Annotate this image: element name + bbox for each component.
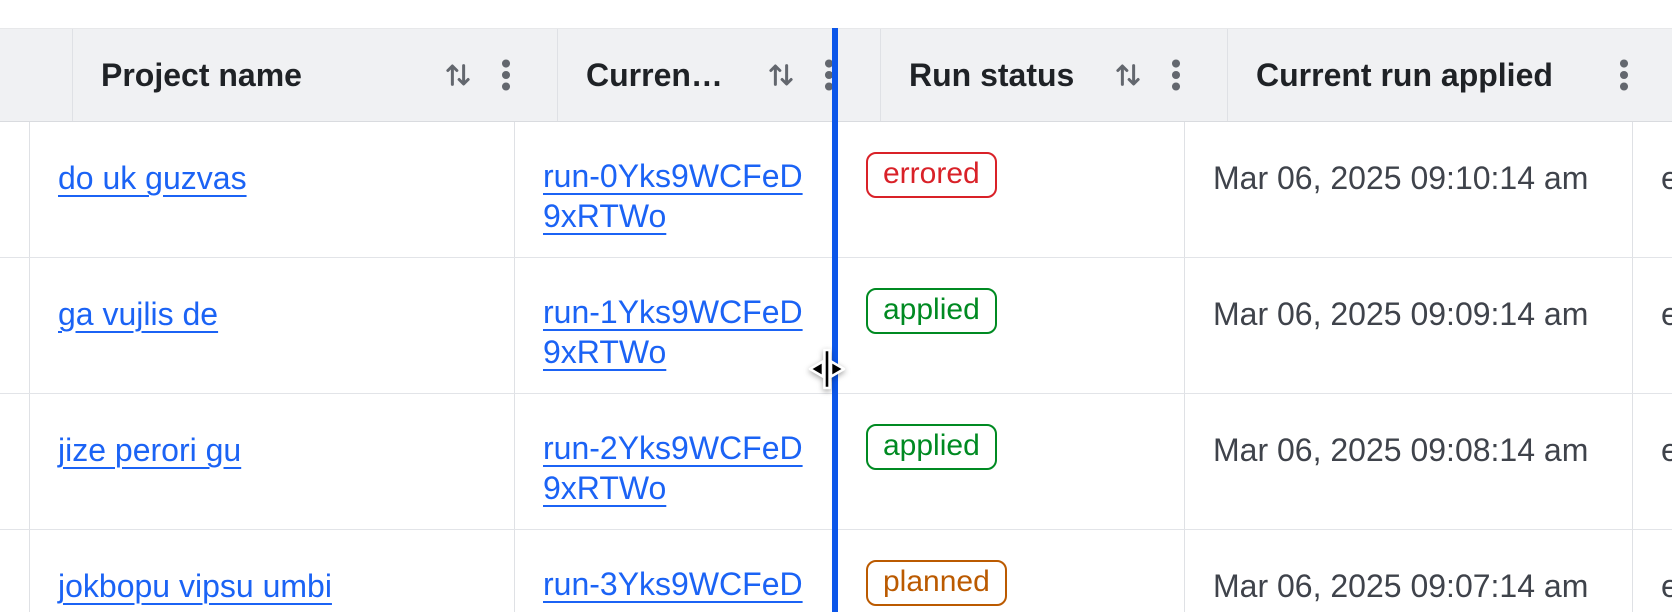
column-header-spacer <box>0 29 73 121</box>
cell-run-status: applied <box>838 258 1185 393</box>
cell-run-status: applied <box>838 394 1185 529</box>
cell-project-name: jokbopu vipsu umbi <box>30 530 515 612</box>
vcs-partial-text: e <box>1661 160 1672 196</box>
run-status-badge: planned <box>866 560 1007 606</box>
cell-run-status: planned <box>838 530 1185 612</box>
kebab-menu-icon[interactable] <box>1617 58 1631 92</box>
column-header-project-name: Project name <box>73 29 558 121</box>
cell-current-run-applied: Mar 06, 2025 09:07:14 am <box>1185 530 1633 612</box>
cell-vcs: e <box>1633 258 1672 393</box>
run-status-badge: errored <box>866 152 997 198</box>
vcs-partial-text: e <box>1661 432 1672 468</box>
vcs-partial-text: e <box>1661 296 1672 332</box>
sort-icon[interactable] <box>766 60 796 90</box>
kebab-menu-icon[interactable] <box>499 58 513 92</box>
run-link[interactable]: run-0Yks9WCFeD9xRTWo <box>543 158 803 234</box>
applied-timestamp: Mar 06, 2025 09:07:14 am <box>1213 568 1589 604</box>
project-link[interactable]: jize perori gu <box>58 432 242 468</box>
run-link[interactable]: run-2Yks9WCFeD9xRTWo <box>543 430 803 506</box>
sort-icon[interactable] <box>1113 60 1143 90</box>
cell-project-name: do uk guzvas <box>30 122 515 257</box>
table-row: jokbopu vipsu umbi run-3Yks9WCFeD9xRTWo … <box>0 530 1672 612</box>
cell-current-run: run-0Yks9WCFeD9xRTWo <box>515 122 838 257</box>
cell-current-run: run-3Yks9WCFeD9xRTWo <box>515 530 838 612</box>
column-header-controls <box>443 58 513 92</box>
col-resize-cursor-icon <box>804 347 850 396</box>
cell-current-run-applied: Mar 06, 2025 09:09:14 am <box>1185 258 1633 393</box>
applied-timestamp: Mar 06, 2025 09:08:14 am <box>1213 432 1589 468</box>
cell-spacer <box>0 530 30 612</box>
column-resize-guide[interactable] <box>832 28 838 612</box>
cell-project-name: ga vujlis de <box>30 258 515 393</box>
cell-current-run-applied: Mar 06, 2025 09:10:14 am <box>1185 122 1633 257</box>
cell-vcs: e <box>1633 394 1672 529</box>
cell-spacer <box>0 258 30 393</box>
column-label: Run status <box>909 56 1075 93</box>
run-link[interactable]: run-1Yks9WCFeD9xRTWo <box>543 294 803 370</box>
cell-run-status: errored <box>838 122 1185 257</box>
kebab-menu-icon[interactable] <box>1169 58 1183 92</box>
project-link[interactable]: jokbopu vipsu umbi <box>58 568 332 604</box>
column-header-current-run: Curren… <box>558 29 881 121</box>
cell-project-name: jize perori gu <box>30 394 515 529</box>
run-status-badge: applied <box>866 288 997 334</box>
cell-current-run-applied: Mar 06, 2025 09:08:14 am <box>1185 394 1633 529</box>
applied-timestamp: Mar 06, 2025 09:10:14 am <box>1213 160 1589 196</box>
sort-icon[interactable] <box>443 60 473 90</box>
cell-spacer <box>0 394 30 529</box>
cell-current-run: run-1Yks9WCFeD9xRTWo <box>515 258 838 393</box>
column-header-current-run-applied: Current run applied <box>1228 29 1672 121</box>
run-link[interactable]: run-3Yks9WCFeD9xRTWo <box>543 566 803 612</box>
applied-timestamp: Mar 06, 2025 09:09:14 am <box>1213 296 1589 332</box>
column-header-controls <box>1617 58 1631 92</box>
cell-vcs: e <box>1633 530 1672 612</box>
vcs-partial-text: e <box>1661 568 1672 604</box>
column-header-controls <box>1113 58 1183 92</box>
column-label: Current run applied <box>1256 56 1553 93</box>
project-link[interactable]: ga vujlis de <box>58 296 219 332</box>
column-header-run-status: Run status <box>881 29 1228 121</box>
cell-current-run: run-2Yks9WCFeD9xRTWo <box>515 394 838 529</box>
run-status-badge: applied <box>866 424 997 470</box>
project-link[interactable]: do uk guzvas <box>58 160 247 196</box>
column-header-controls <box>766 58 836 92</box>
column-label: Project name <box>101 56 302 93</box>
column-label: Curren… <box>586 56 723 93</box>
cell-spacer <box>0 122 30 257</box>
cell-vcs: e <box>1633 122 1672 257</box>
kebab-menu-icon[interactable] <box>822 58 836 92</box>
